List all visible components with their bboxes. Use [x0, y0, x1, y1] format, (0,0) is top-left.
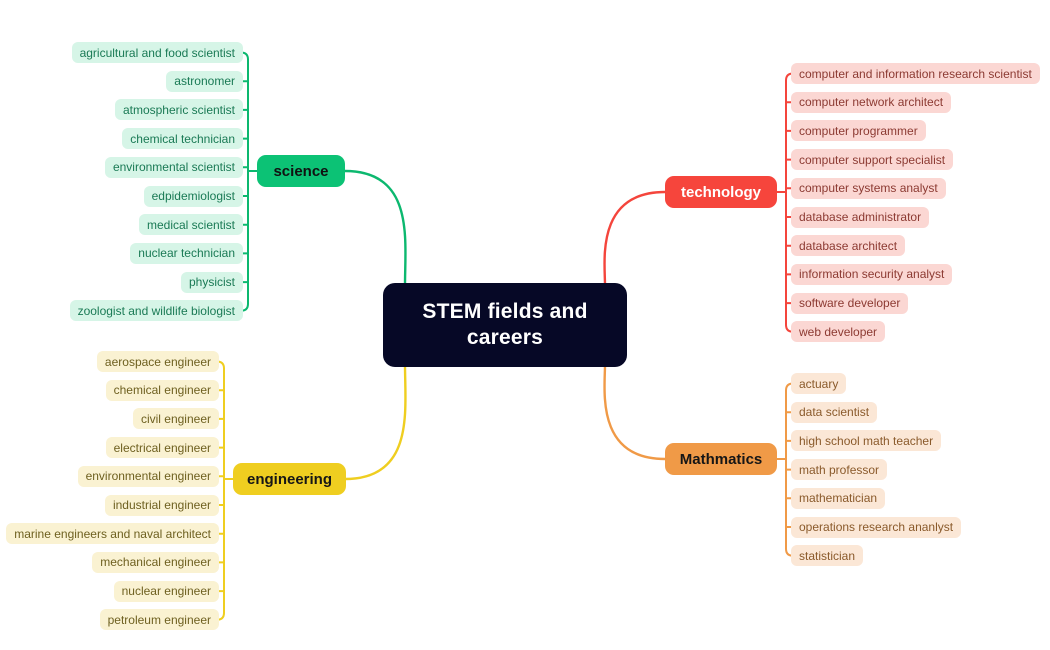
leaf-science-8[interactable]: physicist [180, 271, 243, 293]
leaf-science-7[interactable]: nuclear technician [130, 242, 243, 264]
leaf-technology-6[interactable]: database architect [791, 235, 906, 257]
leaf-engineering-8[interactable]: nuclear engineer [113, 580, 219, 602]
leaf-mathmatics-5[interactable]: operations research ananlyst [791, 516, 962, 538]
leaf-science-9[interactable]: zoologist and wildlife biologist [69, 300, 243, 322]
leaf-technology-5[interactable]: database administrator [791, 206, 930, 228]
leaf-mathmatics-0[interactable]: actuary [791, 373, 847, 394]
leaf-science-2[interactable]: atmospheric scientist [114, 99, 243, 121]
leaf-technology-7[interactable]: information security analyst [791, 263, 953, 285]
branch-node-science[interactable]: science [257, 155, 345, 187]
leaf-engineering-6[interactable]: marine engineers and naval architect [6, 523, 219, 545]
leaf-engineering-7[interactable]: mechanical engineer [92, 551, 219, 573]
leaf-technology-8[interactable]: software developer [791, 292, 909, 314]
leaf-mathmatics-1[interactable]: data scientist [791, 401, 878, 423]
leaf-science-0[interactable]: agricultural and food scientist [71, 42, 243, 63]
branch-node-technology[interactable]: technology [665, 176, 777, 208]
leaf-mathmatics-3[interactable]: math professor [791, 459, 888, 481]
branch-node-mathmatics[interactable]: Mathmatics [665, 443, 777, 475]
leaf-engineering-3[interactable]: electrical engineer [105, 437, 219, 459]
branch-node-engineering[interactable]: engineering [233, 463, 347, 495]
leaf-technology-1[interactable]: computer network architect [791, 91, 952, 113]
leaf-technology-4[interactable]: computer systems analyst [791, 177, 946, 199]
leaf-science-3[interactable]: chemical technician [122, 128, 243, 150]
leaf-science-4[interactable]: environmental scientist [104, 156, 243, 178]
center-node[interactable]: STEM fields and careers [383, 283, 627, 367]
leaf-mathmatics-4[interactable]: mathematician [791, 487, 886, 509]
leaf-engineering-0[interactable]: aerospace engineer [96, 351, 219, 372]
leaf-science-6[interactable]: medical scientist [138, 214, 243, 236]
leaf-technology-9[interactable]: web developer [791, 321, 886, 343]
leaf-engineering-4[interactable]: environmental engineer [77, 465, 219, 487]
leaf-engineering-2[interactable]: civil engineer [132, 408, 219, 430]
leaf-mathmatics-6[interactable]: statistician [791, 545, 864, 567]
leaf-technology-0[interactable]: computer and information research scient… [791, 63, 1040, 84]
leaf-technology-2[interactable]: computer programmer [791, 120, 926, 142]
leaf-engineering-1[interactable]: chemical engineer [105, 379, 219, 401]
leaf-science-1[interactable]: astronomer [166, 70, 243, 92]
leaf-science-5[interactable]: edpidemiologist [143, 185, 243, 207]
leaf-mathmatics-2[interactable]: high school math teacher [791, 430, 942, 452]
leaf-engineering-5[interactable]: industrial engineer [104, 494, 219, 516]
leaf-engineering-9[interactable]: petroleum engineer [99, 609, 219, 631]
leaf-technology-3[interactable]: computer support specialist [791, 149, 954, 171]
